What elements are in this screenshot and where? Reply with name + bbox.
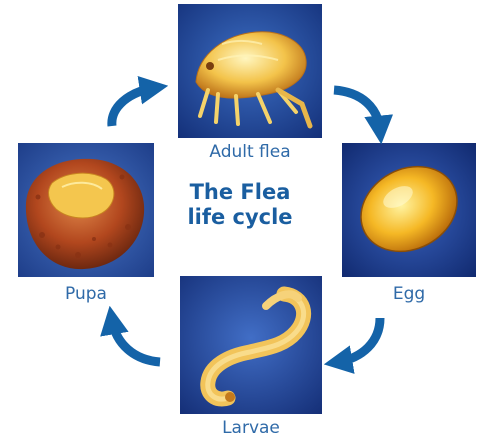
title-line-2: life cycle <box>170 205 310 230</box>
arrow-larvae-to-pupa-icon <box>112 320 160 362</box>
adult-flea-photo <box>178 4 322 138</box>
arrow-egg-to-larvae-icon <box>338 318 380 362</box>
egg-label: Egg <box>342 284 476 304</box>
adult-flea-label: Adult flea <box>178 142 322 162</box>
arrow-adult-to-egg-icon <box>334 90 380 130</box>
egg-photo <box>342 143 476 277</box>
pupa-photo <box>18 143 154 277</box>
pupa-label: Pupa <box>18 284 154 304</box>
arrow-pupa-to-adult-icon <box>112 88 154 126</box>
larvae-photo <box>180 276 322 414</box>
title-line-1: The Flea <box>170 180 310 205</box>
diagram-title: The Flea life cycle <box>170 180 310 230</box>
larvae-label: Larvae <box>180 418 322 438</box>
